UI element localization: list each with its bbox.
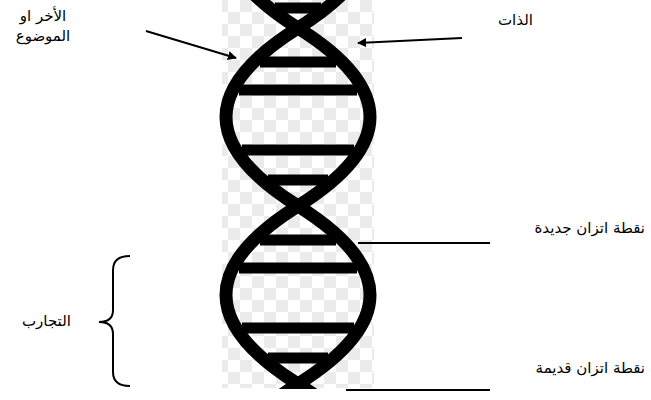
helix-rungs	[239, 8, 357, 358]
helix-rung	[260, 235, 336, 246]
transparency-background	[222, 0, 374, 388]
subject-label: الأخر او الموضوع	[2, 6, 84, 47]
pointer-arrow	[358, 38, 462, 43]
experiences-label: التجارب	[22, 311, 71, 331]
helix-rung	[260, 57, 336, 68]
helix-rung	[239, 85, 357, 96]
helix-strand	[226, 0, 370, 389]
leader-line	[358, 242, 490, 244]
leader-line	[346, 389, 490, 391]
equilibrium-label: نقطة اتزان قديمة	[536, 358, 645, 378]
helix-strand	[226, 0, 370, 389]
helix-rung	[268, 175, 328, 186]
helix-rung	[242, 145, 354, 156]
helix-rung	[275, 3, 321, 14]
pointer-arrow	[146, 31, 236, 58]
helix-rung	[242, 323, 354, 334]
helix-rung	[268, 353, 328, 364]
equilibrium-label: نقطة اتزان جديدة	[534, 218, 645, 238]
self-label: الذات	[498, 10, 533, 30]
curly-brace	[99, 256, 130, 386]
helix-rung	[239, 263, 357, 274]
